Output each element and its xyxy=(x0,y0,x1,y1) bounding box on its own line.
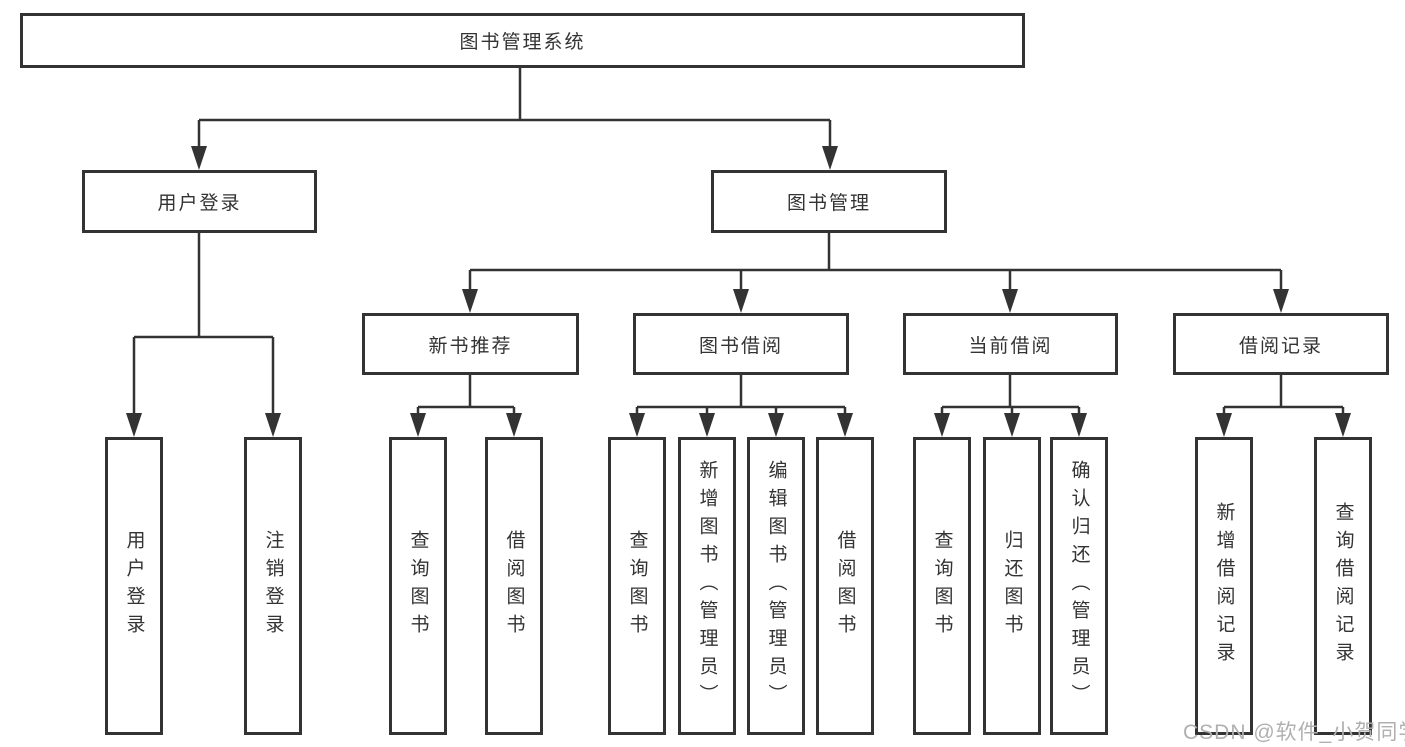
node-leaf-bb-query-books: 查询图书 xyxy=(608,437,666,735)
arrow-down-icon xyxy=(934,413,950,437)
arrow-down-icon xyxy=(506,413,522,437)
node-label: 借阅图书 xyxy=(503,530,525,642)
arrow-down-icon xyxy=(1002,289,1018,313)
node-leaf-bb-edit-books-admin: 编辑图书（管理员） xyxy=(747,437,805,735)
arrow-down-icon xyxy=(837,413,853,437)
arrow-down-icon xyxy=(126,413,142,437)
node-leaf-cb-return-books: 归还图书 xyxy=(983,437,1041,735)
node-leaf-bb-add-books-admin: 新增图书（管理员） xyxy=(678,437,736,735)
node-leaf-cb-confirm-return-admin: 确认归还（管理员） xyxy=(1050,437,1108,735)
node-label: 图书管理 xyxy=(786,193,871,214)
node-label: 查询图书 xyxy=(407,530,429,642)
arrow-down-icon xyxy=(1071,413,1087,437)
node-label: 确认归还（管理员） xyxy=(1068,460,1090,712)
node-leaf-br-add-record: 新增借阅记录 xyxy=(1195,437,1253,735)
arrow-down-icon xyxy=(1004,413,1020,437)
node-label: 归还图书 xyxy=(1001,530,1023,642)
node-borrowing-records: 借阅记录 xyxy=(1173,313,1389,375)
arrow-down-icon xyxy=(1216,413,1232,437)
node-label: 用户登录 xyxy=(123,530,145,642)
node-library-system: 图书管理系统 xyxy=(20,13,1025,68)
node-label: 图书管理系统 xyxy=(459,32,586,53)
arrow-down-icon xyxy=(629,413,645,437)
node-label: 查询借阅记录 xyxy=(1332,502,1354,670)
node-leaf-nbr-borrow-books: 借阅图书 xyxy=(485,437,543,735)
arrow-down-icon xyxy=(1335,413,1351,437)
node-leaf-bb-borrow-books: 借阅图书 xyxy=(816,437,874,735)
node-book-management: 图书管理 xyxy=(711,170,947,233)
arrow-down-icon xyxy=(822,146,838,170)
arrow-down-icon xyxy=(768,413,784,437)
arrow-down-icon xyxy=(265,413,281,437)
watermark: CSDN @软件_小贺同学 xyxy=(1183,721,1405,744)
arrow-down-icon xyxy=(191,146,207,170)
node-label: 新增借阅记录 xyxy=(1213,502,1235,670)
node-leaf-user-login: 用户登录 xyxy=(105,437,163,735)
node-user-login: 用户登录 xyxy=(82,170,317,233)
node-label: 用户登录 xyxy=(157,193,242,214)
arrow-down-icon xyxy=(410,413,426,437)
connector-paths xyxy=(132,68,1345,415)
node-leaf-br-query-record: 查询借阅记录 xyxy=(1314,437,1372,735)
node-leaf-logout: 注销登录 xyxy=(244,437,302,735)
node-label: 新书推荐 xyxy=(428,335,513,357)
node-label: 新增图书（管理员） xyxy=(696,460,718,712)
node-label: 查询图书 xyxy=(931,530,953,642)
node-leaf-nbr-query-books: 查询图书 xyxy=(389,437,447,735)
node-label: 借阅记录 xyxy=(1238,335,1323,357)
arrow-down-icon xyxy=(699,413,715,437)
node-label: 当前借阅 xyxy=(968,335,1053,357)
arrowheads xyxy=(126,146,1351,437)
node-label: 图书借阅 xyxy=(698,335,783,357)
node-leaf-cb-query-books: 查询图书 xyxy=(913,437,971,735)
node-current-borrowing: 当前借阅 xyxy=(903,313,1118,375)
node-new-book-recommend: 新书推荐 xyxy=(362,313,579,375)
arrow-down-icon xyxy=(1273,289,1289,313)
node-book-borrowing: 图书借阅 xyxy=(633,313,849,375)
node-label: 编辑图书（管理员） xyxy=(765,460,787,712)
node-label: 查询图书 xyxy=(626,530,648,642)
node-label: 注销登录 xyxy=(262,530,284,642)
node-label: 借阅图书 xyxy=(834,530,856,642)
arrow-down-icon xyxy=(733,289,749,313)
arrow-down-icon xyxy=(462,289,478,313)
